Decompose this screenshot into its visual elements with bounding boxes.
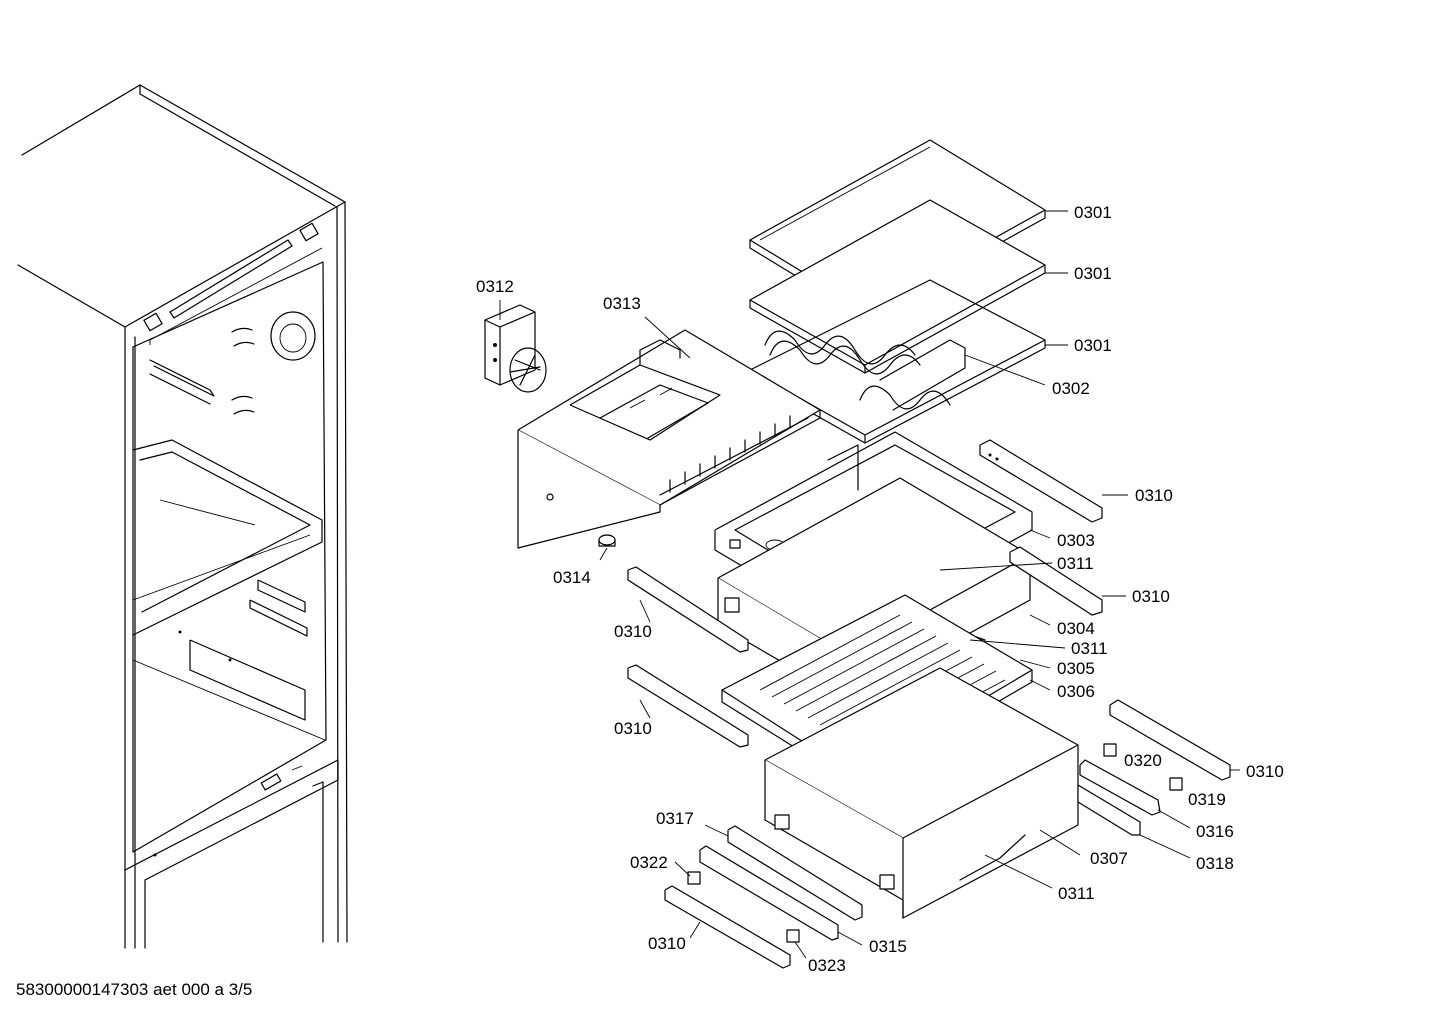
label-0301-lower: 0301 (1074, 336, 1112, 355)
rail-0317 (727, 825, 863, 921)
label-0320: 0320 (1124, 751, 1162, 770)
part-labels: 0301 0301 0301 0302 0312 0313 0314 0303 … (476, 203, 1284, 975)
rail-0315 (699, 845, 839, 941)
rail-lower-right (1109, 699, 1231, 781)
label-0301-top: 0301 (1074, 203, 1112, 222)
label-0307: 0307 (1090, 849, 1128, 868)
label-0305: 0305 (1057, 659, 1095, 678)
freezer-drawer (764, 667, 1079, 919)
label-0319: 0319 (1188, 790, 1226, 809)
label-0322: 0322 (630, 853, 668, 872)
label-0310-lower-left: 0310 (614, 719, 652, 738)
label-0312: 0312 (476, 277, 514, 296)
clip-0322 (687, 871, 701, 885)
label-0310-upper-right: 0310 (1135, 486, 1173, 505)
rail-upper-right (979, 439, 1103, 523)
knob (598, 534, 616, 547)
rail-bottom-left (664, 885, 791, 969)
label-0304: 0304 (1057, 619, 1095, 638)
rail-mid-left (627, 566, 749, 653)
air-duct-cover (517, 329, 821, 549)
label-0314: 0314 (553, 568, 591, 587)
label-0311-lower: 0311 (1058, 884, 1095, 903)
label-0313: 0313 (603, 294, 641, 313)
label-0317: 0317 (656, 809, 694, 828)
label-0301-middle: 0301 (1074, 264, 1112, 283)
fridge-cabinet (17, 84, 348, 949)
label-0323: 0323 (808, 956, 846, 975)
label-0310-bottom-left: 0310 (648, 934, 686, 953)
label-0310-mid-right: 0310 (1132, 587, 1170, 606)
label-0316: 0316 (1196, 822, 1234, 841)
clip-0320 (1103, 743, 1117, 757)
document-footer-code: 58300000147303 aet 000 a 3/5 (16, 980, 253, 999)
label-0310-lower-right: 0310 (1246, 762, 1284, 781)
label-0302: 0302 (1052, 379, 1090, 398)
leader-lines (499, 210, 1240, 959)
label-0311-upper: 0311 (1057, 554, 1094, 573)
label-0310-mid-left: 0310 (614, 622, 652, 641)
rail-lower-left (627, 664, 749, 748)
fan-motor (484, 304, 547, 393)
label-0306: 0306 (1057, 682, 1095, 701)
clip-0319 (1169, 777, 1183, 791)
label-0311-middle: 0311 (1071, 639, 1108, 658)
label-0315: 0315 (869, 937, 907, 956)
label-0318: 0318 (1196, 854, 1234, 873)
rail-0318 (1077, 784, 1141, 836)
label-0303: 0303 (1057, 531, 1095, 550)
clip-0323 (786, 929, 800, 943)
rail-0316 (1079, 759, 1161, 816)
